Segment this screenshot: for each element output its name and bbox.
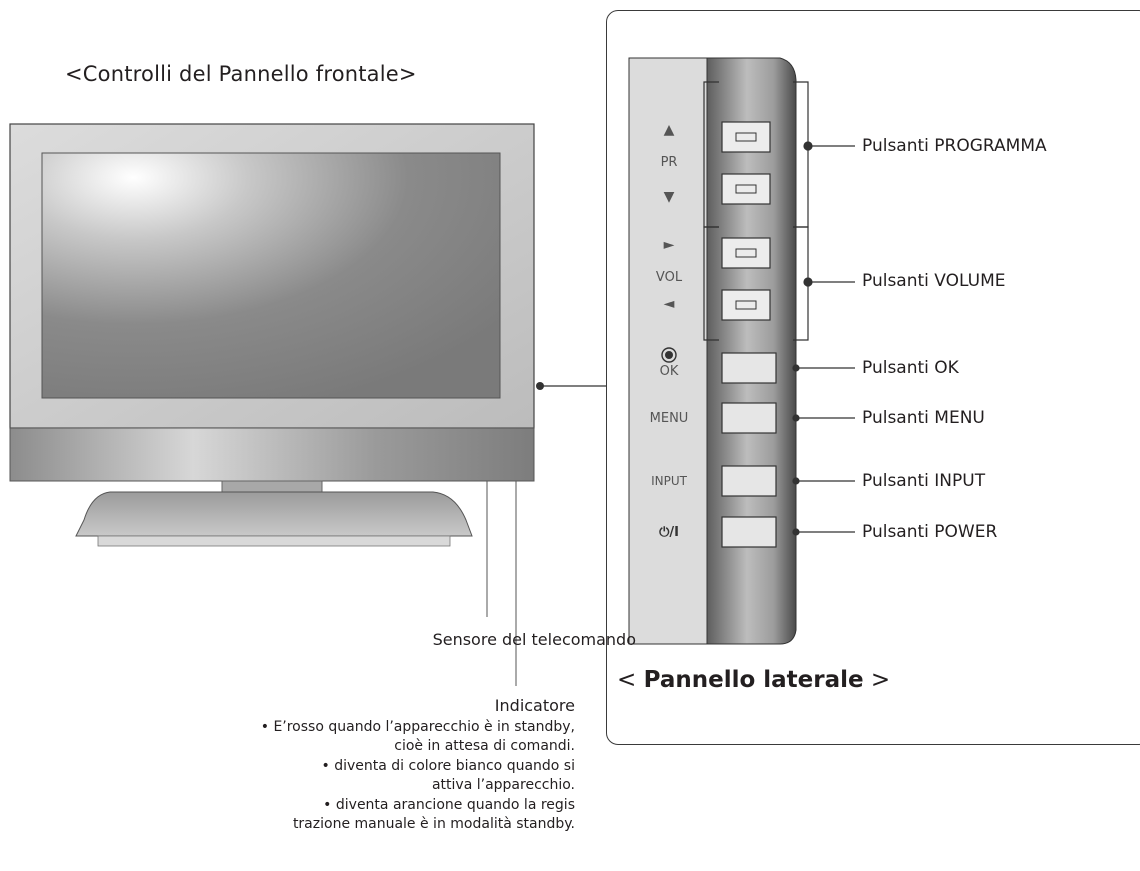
pr-up-button [721,121,771,153]
tv-front [9,123,535,547]
indicator-line: • diventa arancione quando la regis [323,796,575,813]
vol-left-icon: ◄ [663,296,675,312]
callout-ok: Pulsanti OK [862,358,959,378]
indicator-line: • diventa di colore bianco quando si [321,757,575,774]
indicator-line: trazione manuale è in modalità standby. [292,816,575,832]
vol-down-button [721,289,771,321]
input-label: INPUT [651,474,687,488]
side-panel [628,57,797,645]
indicator-description: Indicatore • E’rosso quando l’apparecchi… [115,696,575,835]
ok-dot-icon [661,347,677,363]
pr-label: PR [660,155,678,170]
callout-lines [792,141,855,536]
pr-down-button [721,173,771,205]
callout-menu: Pulsanti MENU [862,408,985,428]
ok-button [721,352,777,384]
menu-button [721,402,777,434]
pr-down-icon: ▼ [663,189,675,205]
side-title-main: Pannello laterale [643,667,864,693]
menu-label: MENU [649,411,689,426]
callout-power: Pulsanti POWER [862,522,998,542]
vol-up-button [721,237,771,269]
callout-volume: Pulsanti VOLUME [862,271,1006,291]
side-panel-title: < Pannello laterale > [617,667,890,693]
callout-input: Pulsanti INPUT [862,471,986,491]
side-title-prefix: < [617,667,644,693]
pr-up-icon: ▲ [663,122,675,138]
power-label: ⏻/I [659,525,679,540]
side-title-suffix: > [863,667,891,693]
indicator-line: cioè in attesa di comandi. [394,738,575,754]
sensor-label: Sensore del telecomando [432,630,636,649]
side-connector [536,382,606,390]
callout-programma: Pulsanti PROGRAMMA [862,136,1047,156]
ok-label: OK [659,364,679,379]
side-panel-frame [606,10,1140,745]
indicator-line: attiva l’apparecchio. [431,777,575,793]
indicator-line: • E’rosso quando l’apparecchio è in stan… [260,718,575,735]
indicator-title: Indicatore [494,696,575,715]
input-button [721,465,777,497]
power-button [721,516,777,548]
vol-right-icon: ► [663,237,675,253]
panel-buttons [721,121,777,548]
front-panel-title: <Controlli del Pannello frontale> [65,62,417,86]
vol-label: VOL [655,270,683,285]
